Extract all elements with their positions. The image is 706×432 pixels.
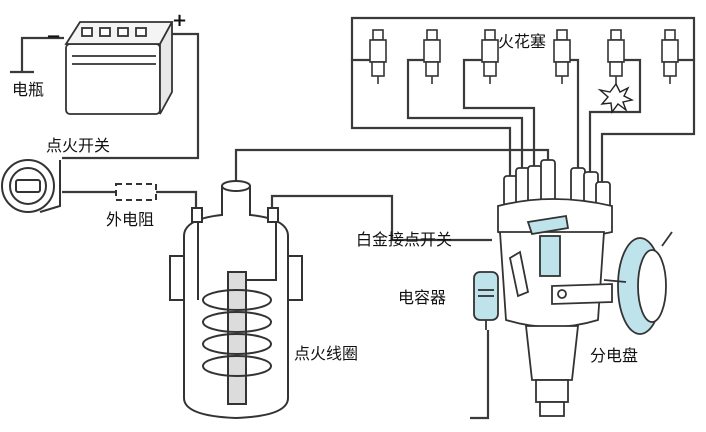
ignition-coil (169, 180, 303, 420)
spark-plug-5 (607, 29, 625, 84)
spark-plugs (369, 29, 679, 84)
battery-minus-sign: − (46, 26, 61, 47)
battery-ground-wire (20, 36, 64, 72)
plug-lead-6 (600, 58, 696, 182)
spark-plug-3 (481, 29, 499, 84)
distributor-ground-wire (470, 330, 490, 420)
coil-to-points-wire (270, 194, 492, 242)
plug-lead-3 (462, 58, 536, 166)
ignition-switch (1, 159, 61, 213)
battery-positive-wire (62, 32, 200, 160)
battery-label: 电瓶 (12, 80, 45, 99)
distributor-label: 分电盘 (590, 346, 639, 365)
spark-plug-6 (661, 29, 679, 84)
plug-lead-2 (406, 58, 524, 168)
ignition-switch-label: 点火开关 (46, 136, 111, 155)
spark-plug-4 (553, 29, 571, 84)
spark-plug-2 (423, 29, 441, 84)
battery (64, 21, 174, 115)
capacitor-component (473, 271, 499, 330)
spark-plug-1 (369, 29, 387, 84)
plug-top-bus (350, 16, 696, 60)
battery-plus-sign: + (172, 10, 187, 31)
capacitor-label: 电容器 (398, 288, 447, 307)
external-resistor (115, 183, 157, 201)
plug-lead-1 (350, 58, 512, 176)
high-tension-wire (234, 148, 550, 182)
ignition-coil-label: 点火线圈 (294, 344, 359, 363)
resistor-to-coil-wire (156, 190, 198, 212)
external-resistor-label: 外电阻 (106, 210, 155, 229)
breaker-points-label: 白金接点开关 (356, 230, 453, 249)
spark-plugs-label: 火花塞 (498, 32, 547, 51)
plug-lead-5 (588, 58, 642, 172)
distributor (497, 159, 673, 417)
spark-burst-icon (597, 82, 635, 114)
